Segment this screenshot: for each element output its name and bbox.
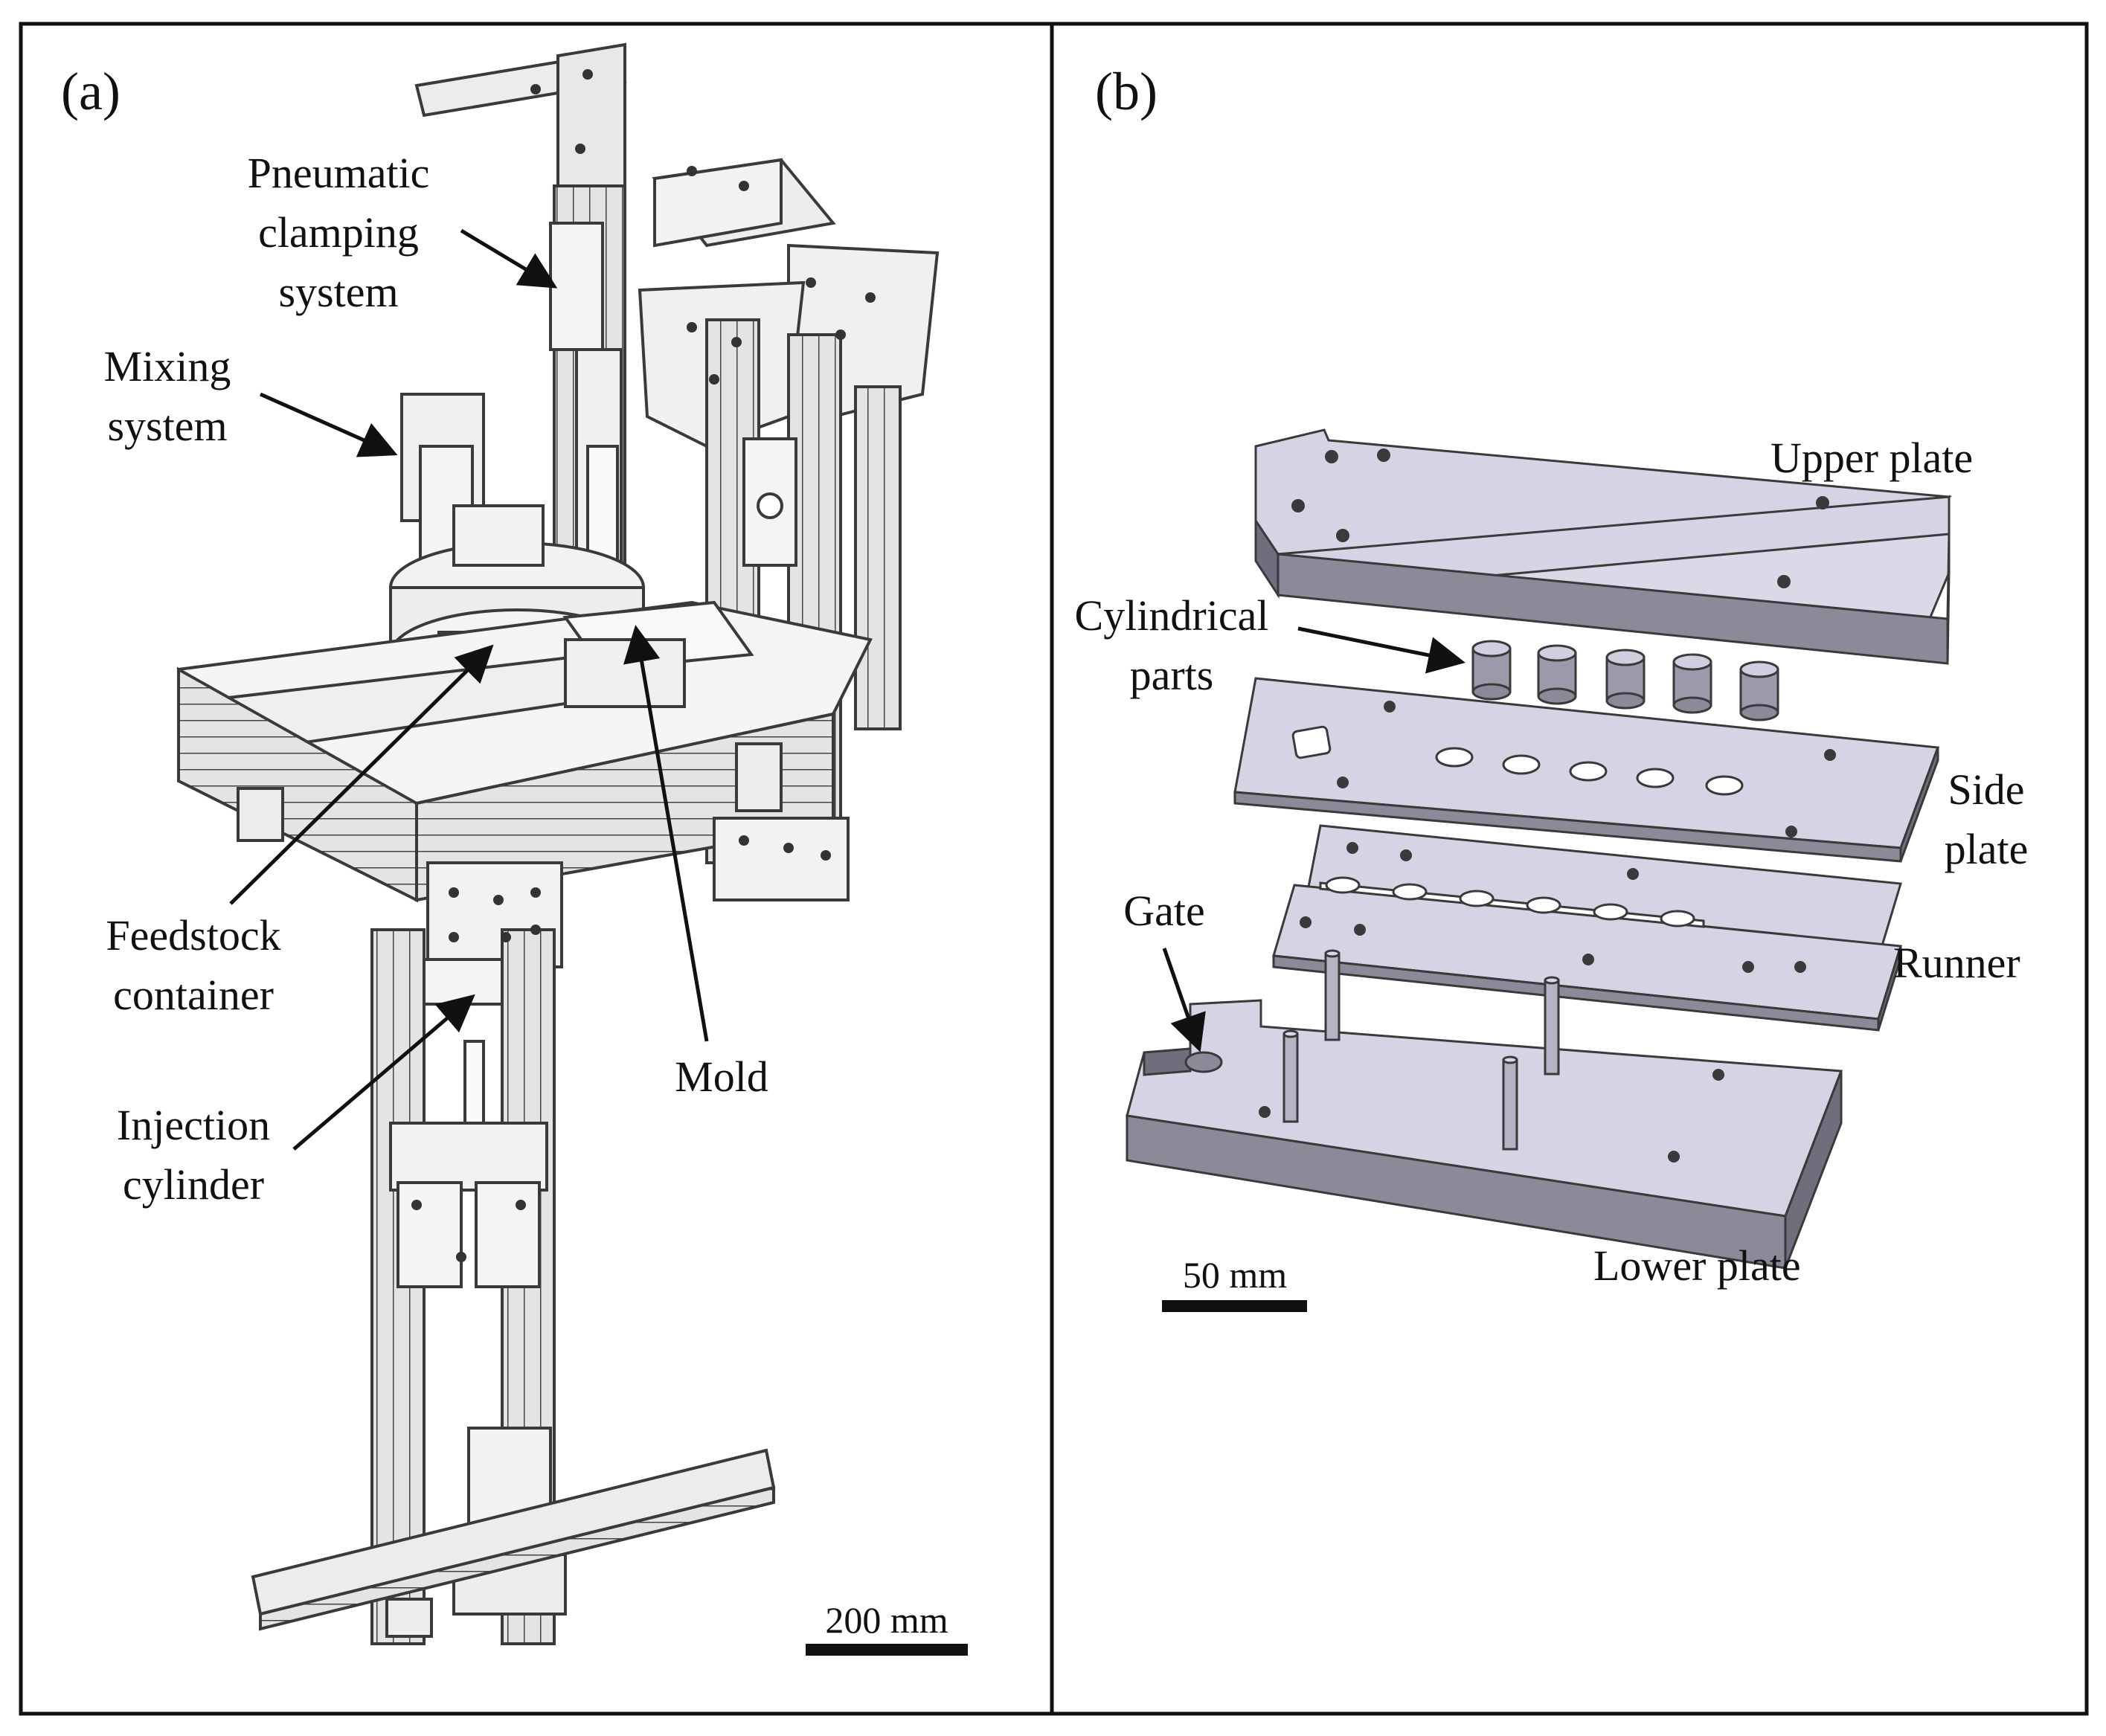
- label-pneumatic-line1: Pneumatic: [247, 149, 430, 197]
- cylinder-2: [1537, 644, 1577, 705]
- label-mixing-line1: Mixing: [103, 342, 231, 390]
- upper-plate: [1254, 428, 1953, 665]
- label-side-line2: plate: [1944, 825, 2029, 873]
- gate-hole: [1184, 1051, 1223, 1073]
- label-gate: Gate: [1123, 887, 1205, 935]
- panel-b-scale-bar: [1162, 1300, 1307, 1312]
- side-plate-holes: [1435, 747, 1744, 796]
- lower-plate: [1126, 999, 1843, 1270]
- machine-drawing: [176, 42, 940, 1645]
- guide-pins: [1282, 949, 1560, 1151]
- label-lower-plate: Lower plate: [1593, 1241, 1801, 1290]
- label-cylindrical-line1: Cylindrical: [1074, 591, 1269, 640]
- label-mixing-line2: system: [107, 402, 228, 450]
- panel-b-scale-label: 50 mm: [1182, 1254, 1288, 1296]
- cylinder-3: [1605, 649, 1646, 710]
- label-cylindrical-line2: parts: [1129, 651, 1214, 699]
- arrow-pneumatic: [460, 228, 558, 289]
- upper-plate-holes: [1291, 449, 1829, 588]
- panel-b-tag: (b): [1095, 62, 1158, 121]
- label-injection-line2: cylinder: [122, 1160, 265, 1209]
- panel-b-frame: [1050, 22, 2089, 1716]
- lower-plate-holes: [1259, 1069, 1724, 1163]
- label-side-line1: Side: [1948, 765, 2025, 814]
- side-plate-bolt-holes: [1337, 701, 1836, 838]
- cylindrical-parts: [1471, 640, 1779, 721]
- runner-holes: [1325, 876, 1695, 928]
- panel-a-scale-bar: [806, 1644, 968, 1656]
- label-pneumatic-line2: clamping: [258, 208, 419, 257]
- machine-bolt-holes: [411, 69, 876, 1262]
- runner-bolt-holes: [1300, 842, 1806, 973]
- cylinder-4: [1672, 653, 1712, 714]
- runner-plates: [1272, 824, 1902, 1032]
- panel-a-tag: (a): [61, 62, 121, 121]
- arrow-feedstock: [229, 644, 494, 905]
- arrow-mixing: [259, 392, 398, 457]
- panel-b-arrows: [1162, 626, 1465, 1052]
- cylinder-1: [1471, 640, 1512, 701]
- arrow-gate: [1162, 948, 1206, 1052]
- label-feedstock-line1: Feedstock: [106, 911, 281, 959]
- label-mold: Mold: [675, 1052, 768, 1101]
- arrow-cylindrical: [1297, 626, 1465, 674]
- label-runner: Runner: [1893, 939, 2020, 987]
- cylinder-5: [1739, 660, 1779, 721]
- arrow-injection: [292, 994, 475, 1151]
- label-upper-plate: Upper plate: [1770, 434, 1974, 482]
- label-feedstock-line2: container: [113, 971, 274, 1019]
- label-injection-line1: Injection: [116, 1101, 271, 1149]
- panel-a-scale-label: 200 mm: [825, 1599, 948, 1641]
- arrow-mold: [623, 625, 709, 1042]
- label-pneumatic-line3: system: [278, 268, 399, 316]
- panel-a-arrows: [229, 228, 709, 1151]
